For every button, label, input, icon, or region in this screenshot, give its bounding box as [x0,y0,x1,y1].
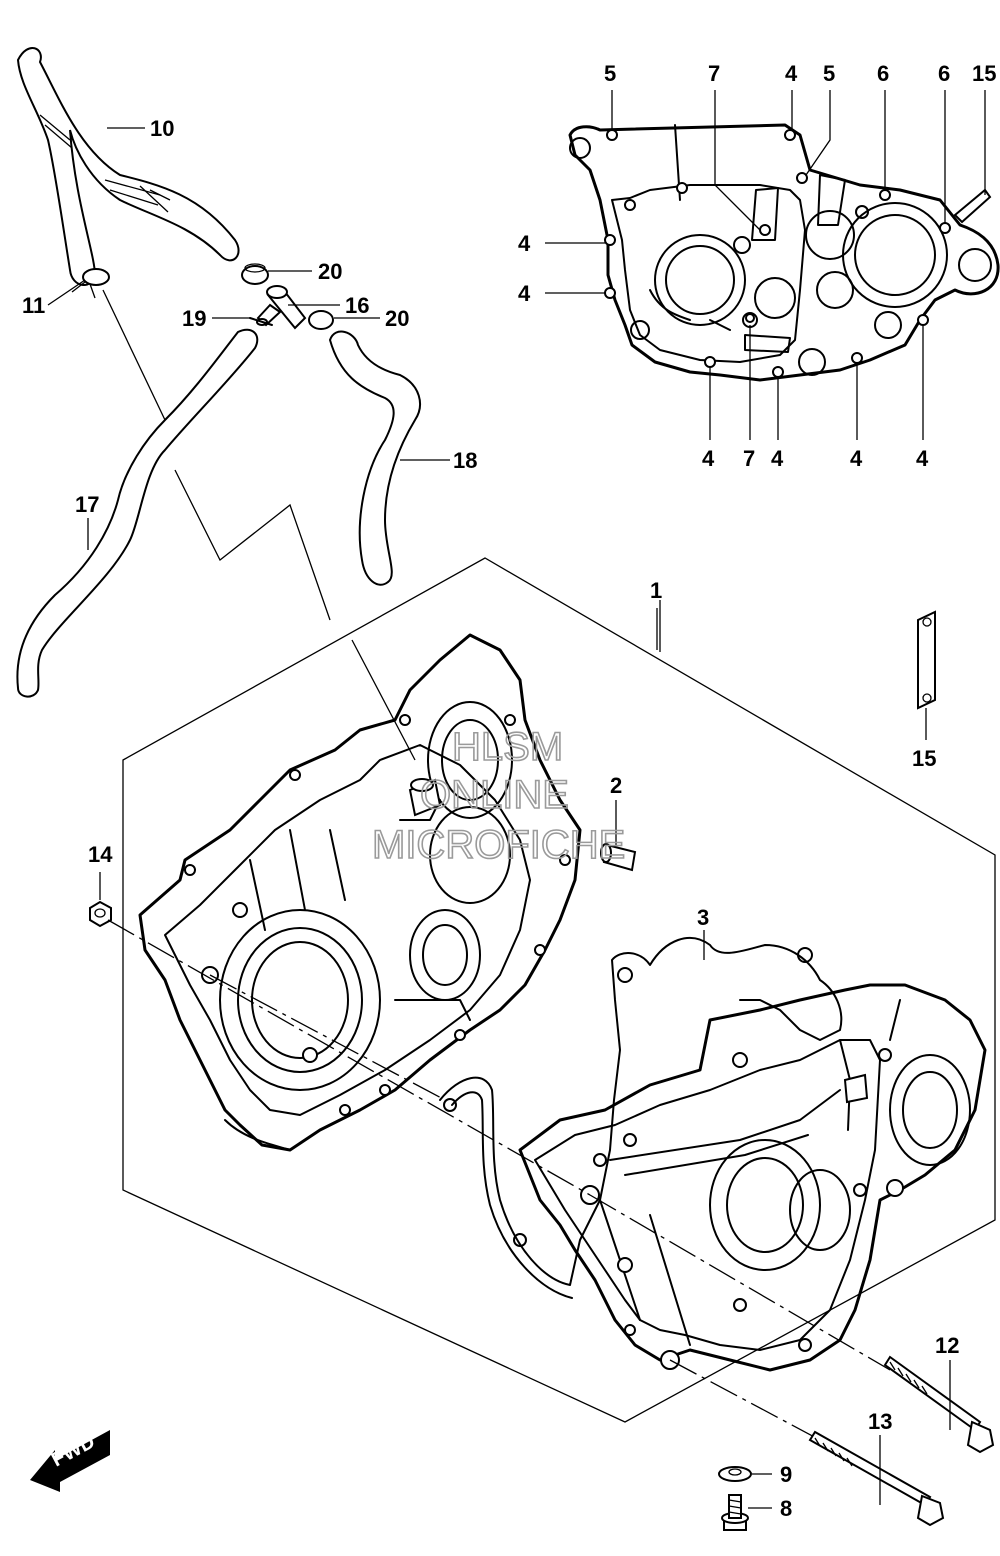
fwd-arrow: FWD [30,1430,110,1492]
callout-5-left: 5 [604,61,616,86]
gasket-3 [439,936,843,1299]
callout-numbers: 10 20 11 16 19 20 18 17 1 2 3 14 15 12 1… [22,61,996,1521]
joint-16 [256,285,307,330]
callout-11: 11 [22,293,45,318]
clamp-20-upper [241,263,269,285]
gasket-15 [917,610,936,740]
nut-14 [89,872,112,928]
clamp-20-lower [308,310,334,330]
hose-18 [328,330,421,586]
callout-6-left: 6 [877,61,889,86]
callout-14: 14 [88,842,113,867]
hose-route-leaders [102,289,416,761]
callout-20-upper: 20 [318,259,342,284]
callout-16: 16 [345,293,369,318]
callout-9: 9 [780,1462,792,1487]
callout-2: 2 [610,773,622,798]
callout-7-top: 7 [708,61,720,86]
callout-3: 3 [697,905,709,930]
washer-9 [718,1466,772,1482]
callout-4-left-upper: 4 [518,231,531,256]
callout-6-right: 6 [938,61,950,86]
callout-4-bottom-4: 4 [916,446,929,471]
callout-17: 17 [75,492,99,517]
callout-4-bottom-2: 4 [771,446,784,471]
watermark-line1: HLSM [452,725,563,769]
watermark-line3: MICROFICHE [372,823,625,867]
crankcase-inner-view [568,123,1000,382]
hose-10 [16,47,240,286]
bolt-8 [721,1494,772,1531]
inner-view-leaders [545,90,986,440]
callout-7-bottom: 7 [743,446,755,471]
callout-15-top: 15 [972,61,996,86]
assembly-frame-1 [122,557,996,1423]
callout-8: 8 [780,1496,792,1521]
callout-13: 13 [868,1409,892,1434]
callout-18: 18 [453,448,477,473]
watermark-line2: ONLINE [420,773,569,817]
alignment-lines [107,919,891,1441]
callout-4-top: 4 [785,61,798,86]
callout-19: 19 [182,306,206,331]
main-leaders [47,127,705,960]
callout-1: 1 [650,578,662,603]
callout-4-left-lower: 4 [518,281,531,306]
crankcase-left-half [138,633,637,1152]
callout-12: 12 [935,1333,959,1358]
callout-10: 10 [150,116,174,141]
bolt-13 [808,1430,945,1527]
bolt-12 [883,1355,995,1454]
watermark: HLSM ONLINE MICROFICHE [371,724,626,868]
callout-4-bottom-3: 4 [850,446,863,471]
callout-20-lower: 20 [385,306,409,331]
crankcase-right-half [518,983,987,1372]
hose-17 [16,328,259,698]
callout-5-right: 5 [823,61,835,86]
callout-15-lower: 15 [912,746,936,771]
clip-11 [71,268,110,299]
clip-19 [249,317,273,326]
callout-4-bottom-1: 4 [702,446,715,471]
